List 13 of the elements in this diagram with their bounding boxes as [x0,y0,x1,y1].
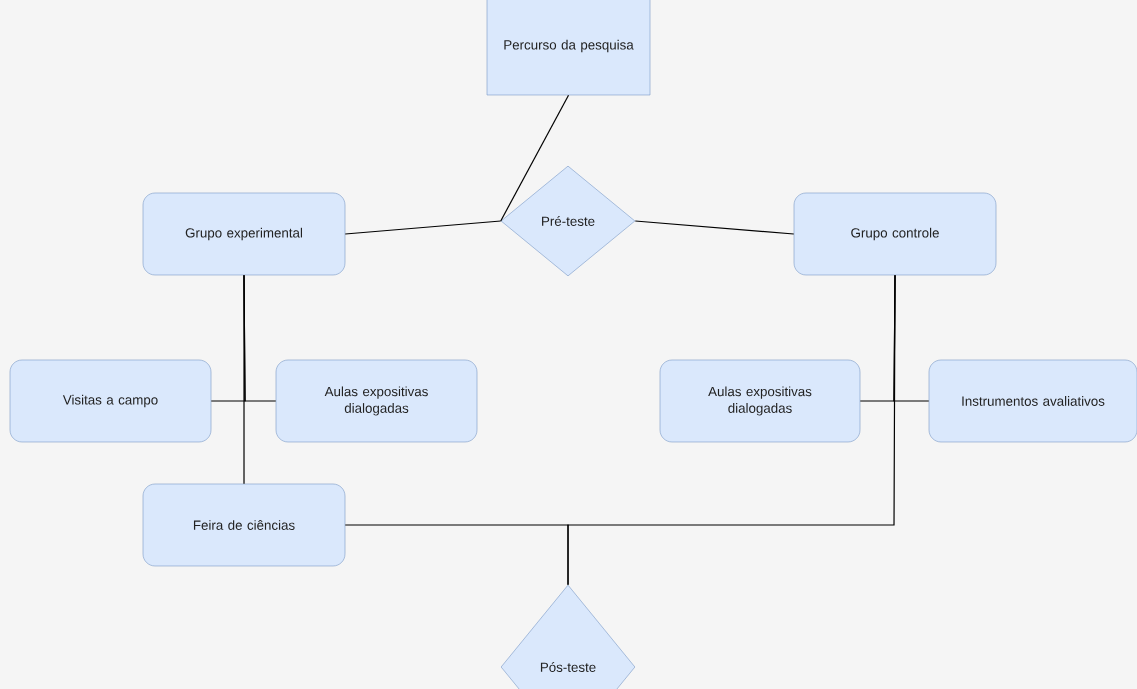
process-box: Aulas expositivas dialogadas [275,359,478,443]
connector-line [500,94,570,222]
process-box: Grupo experimental [142,192,346,276]
process-box: Grupo controle [793,192,997,276]
connector-line [243,274,245,485]
connector-line [634,220,795,235]
connector-line [567,274,896,586]
process-box: Instrumentos avaliativos [928,359,1137,443]
connector-line [344,220,502,235]
process-box: Aulas expositivas dialogadas [659,359,861,443]
process-box: Feira de ciências [142,483,346,567]
process-box: Visitas a campo [9,359,212,443]
title-box: Percurso da pesquisa [486,0,651,96]
